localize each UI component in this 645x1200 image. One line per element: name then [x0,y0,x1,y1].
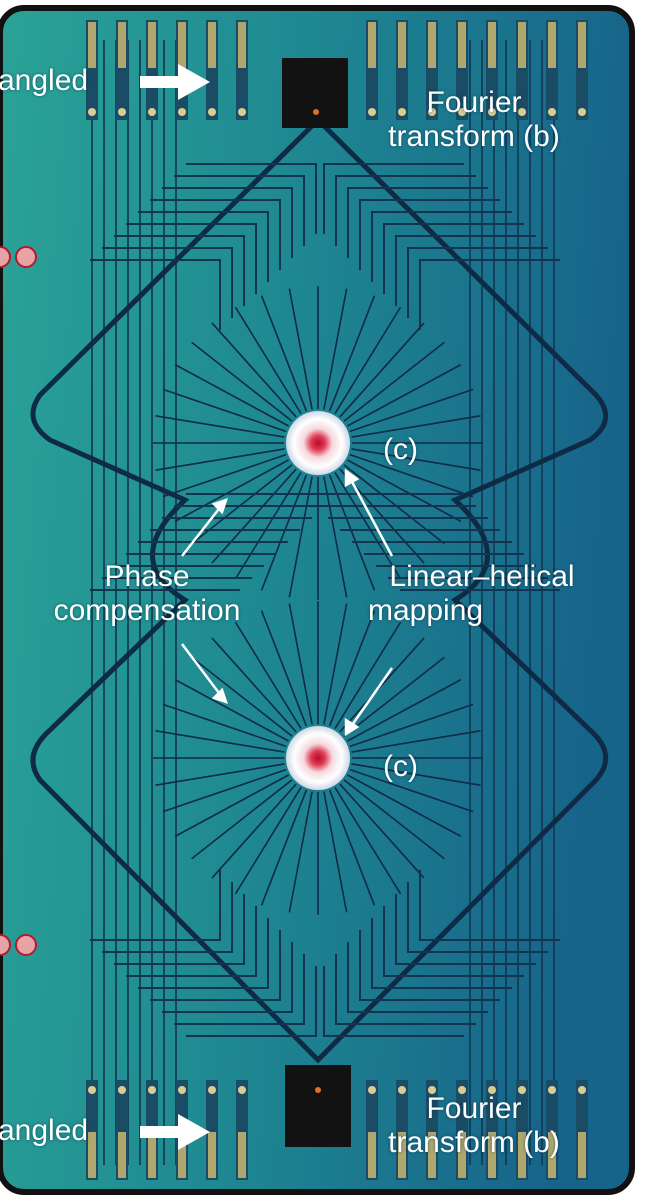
linear-label-line1: Linear–helical [389,560,575,593]
routing-waveguides [90,163,560,1037]
fourier-label-bottom: Fourier transform (b) [362,1092,586,1160]
fourier-block-bottom [285,1065,351,1147]
arrow-right-icon [140,1114,210,1150]
linear-helical-mapping-label: Linear–helical mapping [362,560,602,628]
emitter-ring-icon [286,411,350,475]
phase-shifters-left [0,246,37,956]
entangled-label-top: angled [0,64,89,97]
callout-pointers [181,468,394,737]
phase-label-line1: Phase [104,560,190,593]
entangled-label-bottom: angled [0,1114,89,1147]
fourier-label-top: Fourier transform (b) [362,86,586,154]
mesh-outline [30,116,609,1064]
fourier-label-bottom-line1: Fourier [426,1092,522,1125]
fourier-label-top-line2: transform (b) [388,120,560,153]
panel-c-label-bottom: (c) [383,750,418,783]
emitter-ring-icon [286,726,350,790]
bus-waveguides [91,40,555,1165]
phase-compensation-label: Phase compensation [22,560,272,628]
linear-label-line2: mapping [368,594,484,627]
fourier-label-bottom-line2: transform (b) [388,1126,560,1159]
phase-label-line2: compensation [53,594,241,627]
fourier-block-top [282,58,348,128]
panel-c-label-top: (c) [383,433,418,466]
radial-waveguides [153,286,483,915]
fourier-label-top-line1: Fourier [426,86,522,119]
arrow-right-icon [140,64,210,100]
